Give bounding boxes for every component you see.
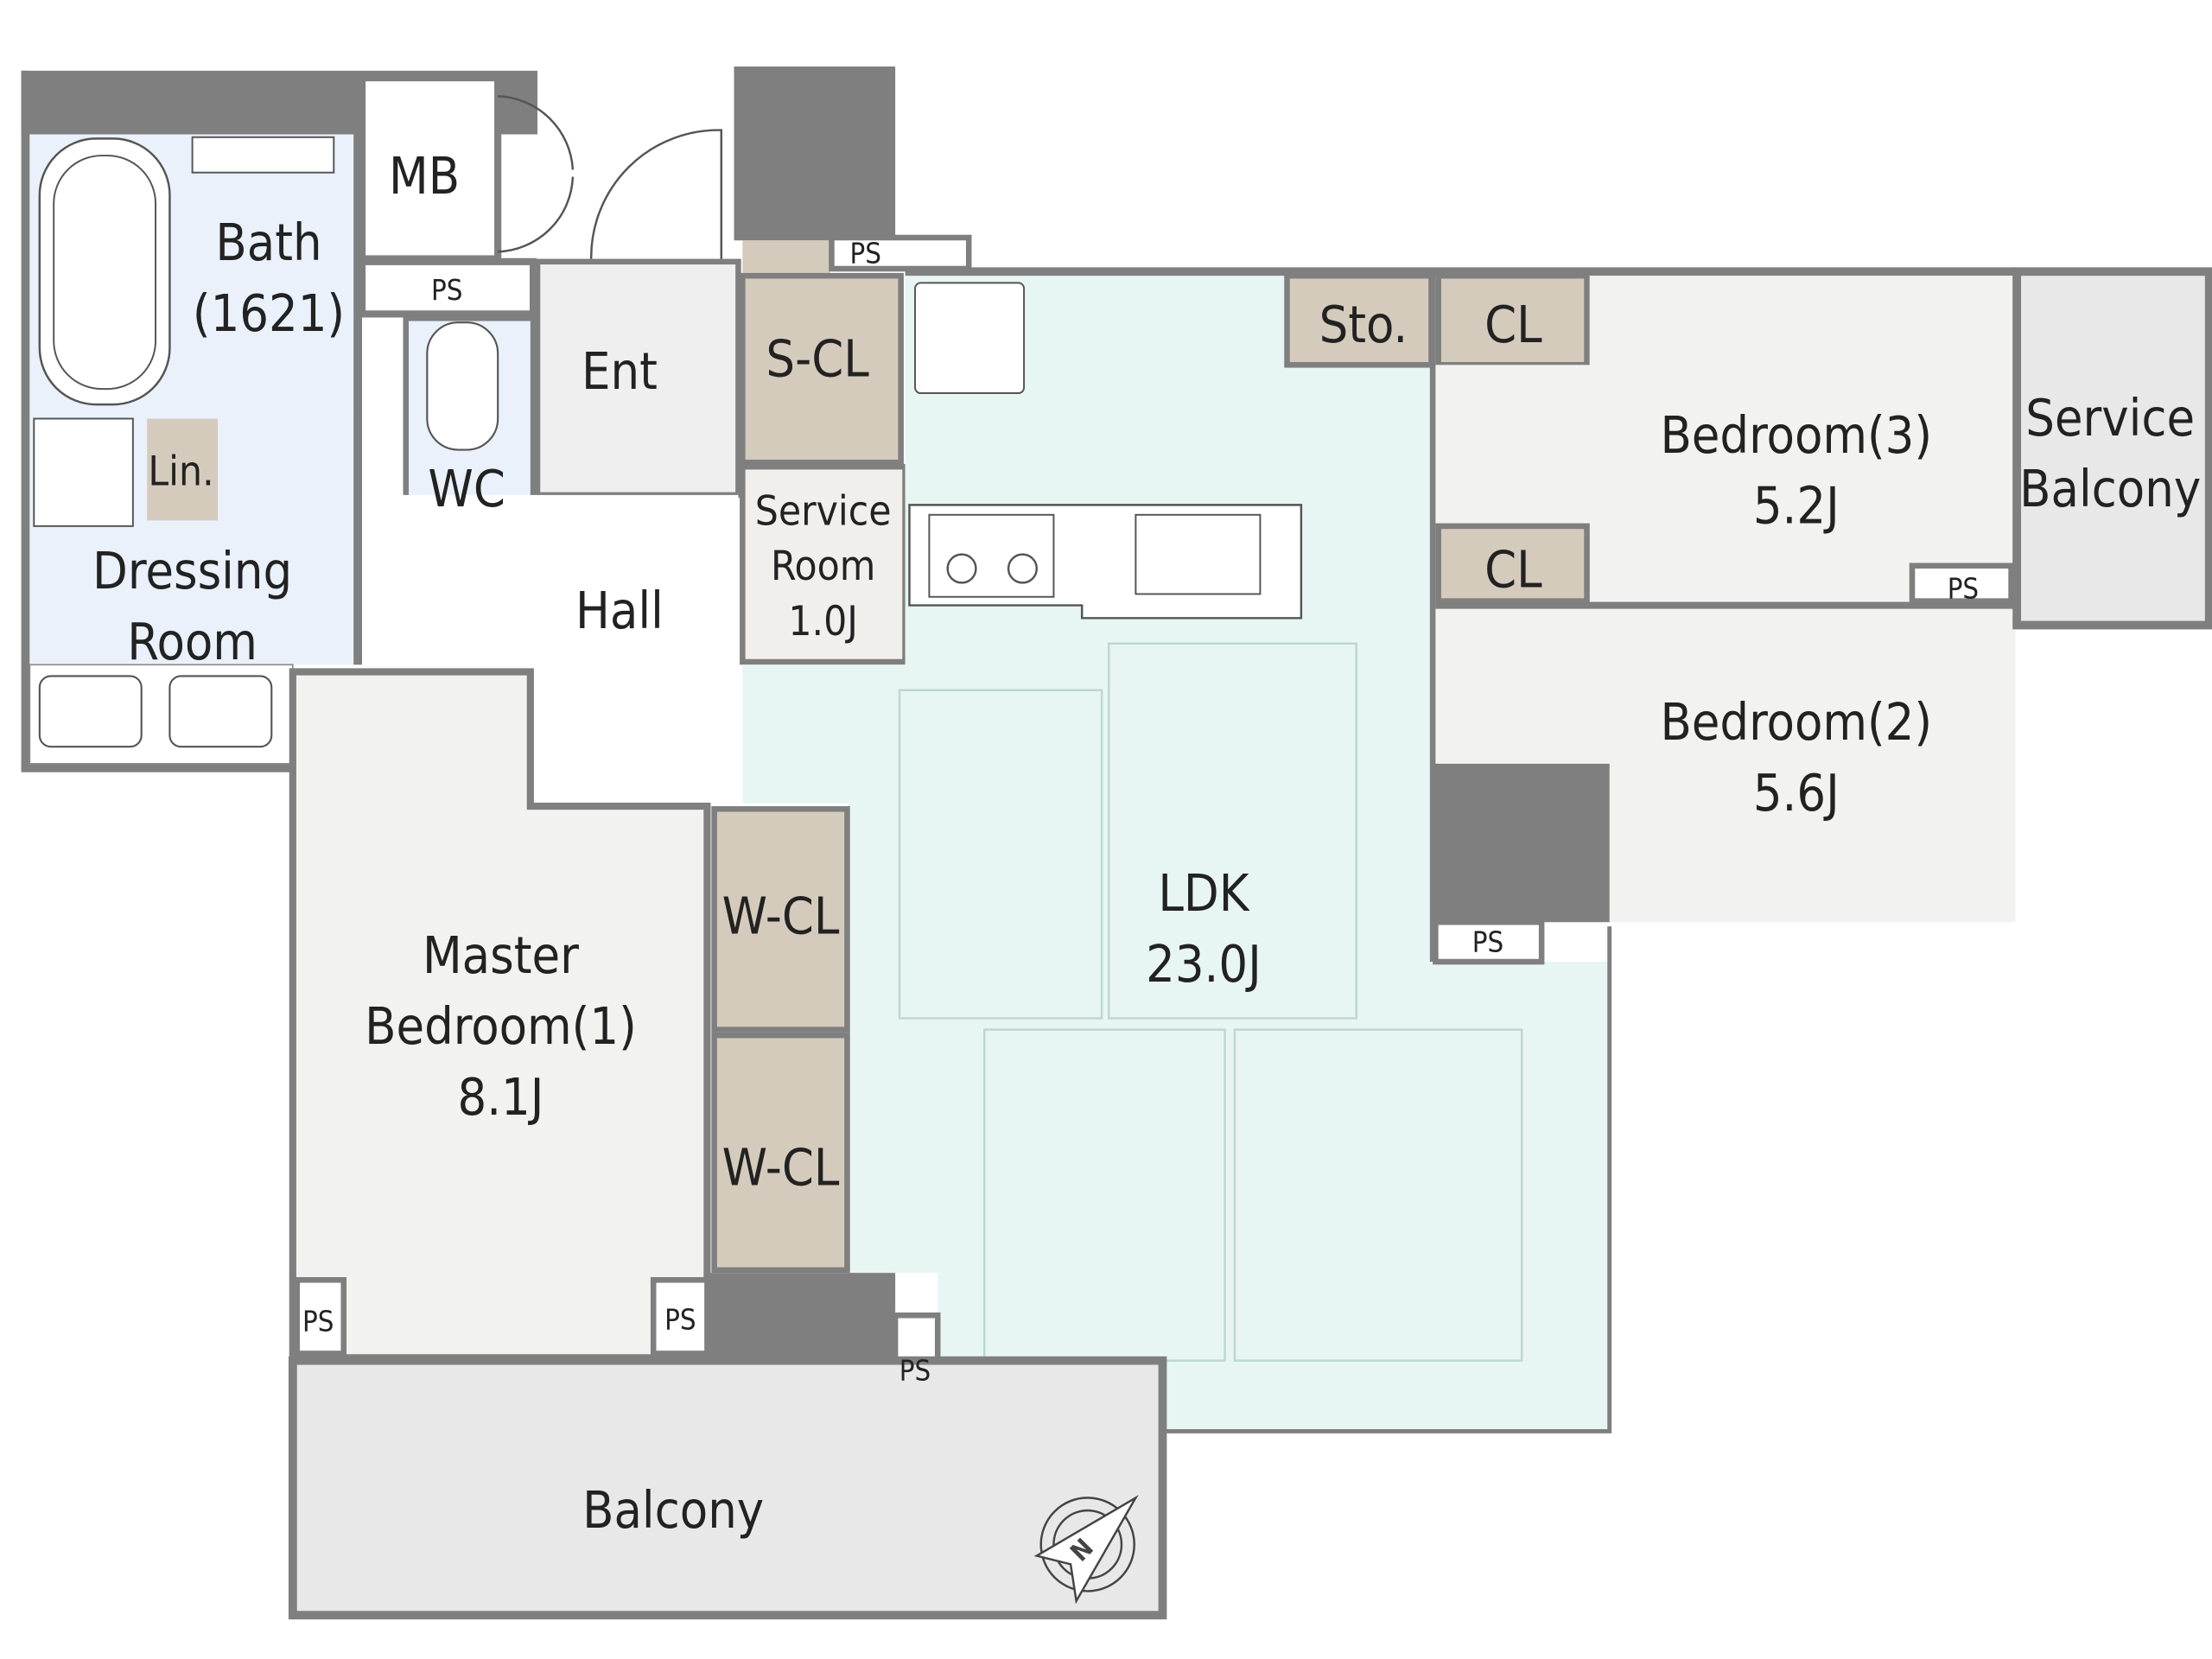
compass-icon: N — [1033, 1495, 1139, 1605]
room-label-master: Master — [423, 925, 579, 985]
room-label-wcl-2: W-CL — [722, 1138, 840, 1198]
room-label-mb: MB — [389, 146, 460, 206]
room-labels: MB Bath (1621) Lin. Dressing Room WC Ent… — [92, 146, 2201, 1540]
room-label-dressing-2: Room — [127, 612, 257, 671]
room-label-closet-mid: CL — [1484, 539, 1542, 599]
ps-label: PS — [850, 237, 881, 270]
room-label-bath-size: (1621) — [193, 283, 345, 343]
room-label-bedroom2: Bedroom(2) — [1660, 692, 1932, 752]
room-label-service-balcony-2: Balcony — [2019, 459, 2201, 518]
room-label-scl: S-CL — [766, 328, 869, 388]
ps-label: PS — [431, 274, 462, 307]
room-label-wcl-1: W-CL — [722, 886, 840, 945]
room-label-master-2: Bedroom(1) — [365, 996, 637, 1056]
room-label-linen: Lin. — [148, 448, 213, 495]
room-label-bedroom2-size: 5.6J — [1753, 763, 1840, 823]
ps-label: PS — [664, 1304, 696, 1337]
room-label-ldk: LDK — [1158, 863, 1249, 923]
sink-icon — [38, 675, 143, 748]
ps-label: PS — [1948, 572, 1979, 605]
room-label-service-room: Service — [755, 487, 892, 535]
bathtub-icon — [38, 137, 171, 406]
toilet-icon — [426, 321, 499, 451]
shower-icon — [33, 417, 134, 527]
room-label-ent: Ent — [582, 341, 658, 401]
ps-label: PS — [899, 1355, 931, 1388]
fridge-icon — [914, 282, 1026, 395]
room-label-storage: Sto. — [1319, 295, 1408, 354]
kitchen-sink-icon — [1135, 513, 1262, 595]
ps-label: PS — [1472, 926, 1503, 959]
room-label-bath: Bath — [215, 213, 321, 272]
room-label-hall: Hall — [575, 581, 664, 640]
door-swing — [589, 129, 723, 259]
room-label-bedroom3-size: 5.2J — [1753, 476, 1840, 536]
room-label-service-room-2: Room — [771, 543, 875, 590]
room-label-balcony: Balcony — [582, 1480, 764, 1540]
room-label-wc: WC — [428, 459, 505, 518]
room-label-ldk-size: 23.0J — [1146, 934, 1262, 994]
room-label-service-balcony: Service — [2025, 388, 2195, 448]
sink-icon — [168, 675, 273, 748]
room-label-service-room-size: 1.0J — [788, 598, 857, 645]
room-label-master-size: 8.1J — [457, 1067, 543, 1127]
room-label-closet-top: CL — [1484, 295, 1542, 354]
ps-label: PS — [302, 1305, 334, 1338]
room-label-dressing: Dressing — [92, 541, 292, 601]
room-label-bedroom3: Bedroom(3) — [1660, 405, 1932, 465]
stove-icon — [928, 513, 1055, 598]
